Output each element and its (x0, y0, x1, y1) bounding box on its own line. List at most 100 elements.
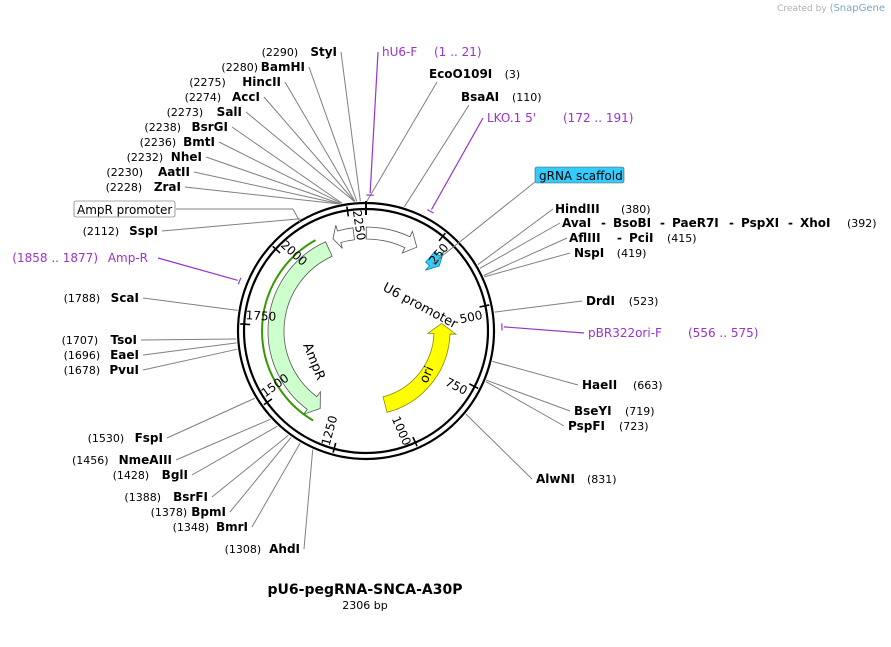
site-position: (1388) (124, 491, 161, 504)
site-name: NheI (171, 150, 202, 164)
restriction-site: BmtI (2236) (140, 135, 342, 204)
primer-range: (1 .. 21) (434, 45, 482, 59)
site-separator: - (788, 216, 793, 230)
site-position: (1707) (62, 334, 99, 347)
scale-tick-label: 1250 (319, 414, 340, 447)
site-leader (142, 297, 238, 311)
site-name: FspI (135, 431, 163, 445)
site-position: (110) (512, 91, 542, 104)
primer-leader (157, 257, 238, 281)
primer: LKO.1 5'(172 .. 191) (427, 111, 633, 214)
site-name: BseYI (574, 404, 612, 418)
restriction-site: EcoO109I(3) (366, 67, 520, 202)
scale-tick (272, 245, 281, 254)
site-position: (419) (617, 247, 647, 260)
site-leader (191, 425, 278, 476)
scale-tick-label: 750 (443, 375, 470, 398)
site-name: BmtI (183, 135, 215, 149)
site-name: AlwNI (536, 472, 575, 486)
site-leader (142, 342, 237, 356)
scale-tick (332, 442, 337, 453)
site-position: (2280) (221, 61, 258, 74)
restriction-site: BamHI(2280) (221, 60, 358, 202)
site-leader (166, 397, 255, 439)
restriction-site: BglI(1428) (113, 425, 278, 482)
site-name: ZraI (154, 180, 181, 194)
primer-name: pBR322ori-F (588, 326, 662, 340)
feature-grna-scaffold-arrow (425, 251, 444, 271)
site-name: StyI (310, 45, 337, 59)
feature-label-ori: ori (417, 364, 438, 386)
snapgene-credit: Created by ⟨SnapGene (777, 3, 885, 14)
site-name: AatII (158, 165, 190, 179)
site-leader (303, 449, 314, 550)
restriction-site: PspFI(723) (485, 381, 649, 433)
site-name: SalI (217, 105, 242, 119)
site-position: (415) (667, 232, 697, 245)
site-position: (663) (633, 379, 663, 392)
site-separator: - (660, 216, 665, 230)
site-leader (308, 66, 358, 202)
site-leader (205, 156, 341, 205)
site-name: BpmI (191, 505, 226, 519)
restriction-site: PvuI(1678) (64, 348, 238, 377)
site-position: (2238) (144, 121, 181, 134)
site-leader (245, 111, 355, 202)
site-leader (229, 437, 292, 513)
restriction-site: HincII (2275) (189, 75, 356, 202)
site-separator: - (617, 231, 622, 245)
site-position: (2275) (189, 76, 226, 89)
site-position: (1678) (64, 364, 101, 377)
site-leader (485, 381, 565, 427)
site-name: BglI (162, 468, 188, 482)
site-leader (486, 379, 571, 412)
restriction-site: HaeII (663) (492, 360, 663, 392)
site-name: AccI (232, 90, 260, 104)
site-name: AflIII (569, 231, 601, 245)
primer-mark (237, 277, 242, 285)
leader-grna-scaffold (431, 181, 536, 265)
feature-label-ampr-promoter: AmpR promoter (77, 203, 172, 217)
snapgene-logo-icon: ⟨ (829, 3, 834, 14)
site-name: TsoI (111, 333, 137, 347)
restriction-site: SspI(2112) (83, 218, 301, 238)
primer-range: (172 .. 191) (563, 111, 633, 125)
site-position: (2236) (140, 136, 177, 149)
primer-leader (503, 326, 585, 334)
feature-label-grna-scaffold: gRNA scaffold (539, 169, 623, 183)
primer: pBR322ori-F(556 .. 575) (501, 323, 758, 340)
scale-tick-label: 500 (458, 308, 483, 326)
restriction-site: AlwNI(831) (465, 413, 617, 486)
plasmid-size: 2306 bp (342, 599, 387, 612)
site-leader (161, 218, 301, 232)
site-position: (1348) (173, 521, 210, 534)
feature-ampr-arrow (267, 241, 333, 416)
site-leader (483, 237, 568, 277)
site-name: EcoO109I (429, 67, 492, 81)
site-leader (403, 104, 470, 208)
restriction-site: TsoI (1707) (62, 333, 237, 347)
restriction-site: FspI(1530) (88, 397, 255, 445)
site-name: PciI (629, 231, 654, 245)
site-position: (1456) (72, 454, 109, 467)
site-name: HincII (242, 75, 281, 89)
site-leader (492, 360, 579, 386)
site-leader (477, 208, 554, 266)
site-name: EaeI (110, 348, 139, 362)
scale-tick-label: 2250 (350, 209, 368, 241)
primer-name: hU6-F (382, 45, 417, 59)
site-name: AhdI (269, 542, 300, 556)
restriction-site: ScaI(1788) (64, 291, 238, 311)
restriction-site: BseYI(719) (486, 379, 655, 418)
restriction-site: BmrI(1348) (173, 442, 301, 534)
site-position: (2273) (167, 106, 204, 119)
site-position: (1378) (151, 506, 188, 519)
feature-label-ampr: AmpR (299, 341, 327, 383)
site-separator: - (601, 216, 606, 230)
feature-layer (261, 225, 458, 422)
site-name: HaeII (582, 378, 617, 392)
restriction-site: AccI(2274) (185, 90, 356, 202)
site-position: (1696) (64, 349, 101, 362)
restriction-site: DrdI(523) (494, 294, 658, 313)
primer-mark (427, 209, 434, 214)
